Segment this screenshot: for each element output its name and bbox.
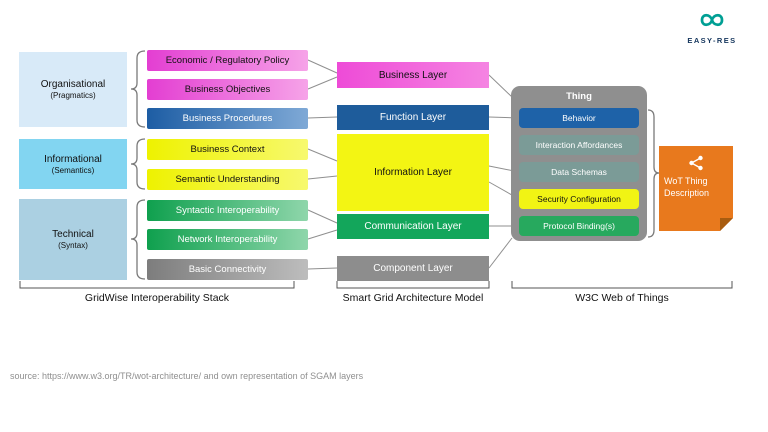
wot-thing-description-label: WoT Thing Description bbox=[664, 176, 710, 198]
category-organisational: Organisational (Pragmatics) bbox=[19, 52, 127, 127]
folded-corner-icon bbox=[720, 218, 733, 231]
easy-res-logo: EASY-RES bbox=[676, 10, 748, 45]
gridwise-item-business-procedures: Business Procedures bbox=[147, 108, 308, 129]
sgam-communication-layer: Communication Layer bbox=[337, 214, 489, 239]
share-icon bbox=[689, 155, 703, 171]
caption-gridwise-stack: GridWise Interoperability Stack bbox=[84, 292, 230, 304]
source-text: source: https://www.w3.org/TR/wot-archit… bbox=[10, 371, 364, 381]
gridwise-item-syntactic-interoperability: Syntactic Interoperability bbox=[147, 200, 308, 221]
caption-sgam: Smart Grid Architecture Model bbox=[342, 292, 484, 304]
category-sublabel: (Pragmatics) bbox=[50, 91, 96, 100]
thing-item-security-configuration: Security Configuration bbox=[519, 189, 639, 209]
wot-thing-description-box: WoT Thing Description bbox=[659, 146, 733, 231]
caption-w3c-wot: W3C Web of Things bbox=[575, 292, 669, 304]
thing-item-behavior: Behavior bbox=[519, 108, 639, 128]
gridwise-item-semantic-understanding: Semantic Understanding bbox=[147, 169, 308, 190]
sgam-function-layer: Function Layer bbox=[337, 105, 489, 130]
thing-item-interaction-affordances: Interaction Affordances bbox=[519, 135, 639, 155]
brand-name: EASY-RES bbox=[687, 36, 737, 45]
category-technical: Technical (Syntax) bbox=[19, 199, 127, 280]
thing-title: Thing bbox=[566, 91, 592, 102]
sgam-component-layer: Component Layer bbox=[337, 256, 489, 281]
thing-item-data-schemas: Data Schemas bbox=[519, 162, 639, 182]
infinity-icon bbox=[700, 13, 724, 27]
gridwise-item-business-objectives: Business Objectives bbox=[147, 79, 308, 100]
category-sublabel: (Semantics) bbox=[51, 165, 95, 175]
category-sublabel: (Syntax) bbox=[58, 241, 88, 250]
thing-item-protocol-bindings: Protocol Binding(s) bbox=[519, 216, 639, 236]
category-label: Technical bbox=[52, 229, 94, 240]
gridwise-item-economic-regulatory-policy: Economic / Regulatory Policy bbox=[147, 50, 308, 71]
gridwise-item-basic-connectivity: Basic Connectivity bbox=[147, 259, 308, 280]
category-label: Informational bbox=[44, 153, 102, 165]
gridwise-item-network-interoperability: Network Interoperability bbox=[147, 229, 308, 250]
gridwise-item-business-context: Business Context bbox=[147, 139, 308, 160]
sgam-information-layer: Information Layer bbox=[337, 134, 489, 211]
sgam-business-layer: Business Layer bbox=[337, 62, 489, 88]
group-brackets bbox=[19, 281, 733, 289]
category-informational: Informational (Semantics) bbox=[19, 139, 127, 189]
category-label: Organisational bbox=[40, 79, 106, 90]
